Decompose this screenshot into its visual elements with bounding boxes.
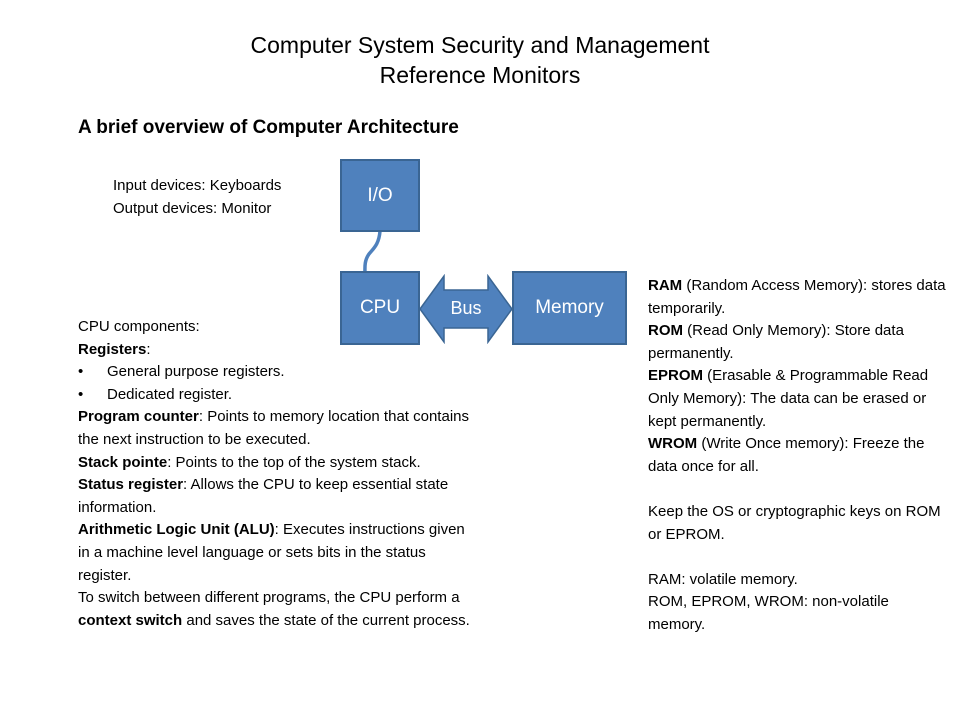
- rom-line: ROM (Read Only Memory): Store data perma…: [648, 320, 948, 365]
- eprom-desc: (Erasable & Programmable Read Only Memor…: [648, 367, 929, 430]
- alu-line: Arithmetic Logic Unit (ALU): Executes in…: [78, 519, 478, 587]
- registers-line: Registers:: [78, 339, 478, 362]
- ram-line: RAM (Random Access Memory): stores data …: [648, 275, 948, 320]
- memory-types-text: RAM (Random Access Memory): stores data …: [648, 275, 948, 637]
- rom-term: ROM: [648, 322, 683, 340]
- alu-term: Arithmetic Logic Unit (ALU): [78, 521, 275, 539]
- stack-pointer-line: Stack pointe: Points to the top of the s…: [78, 452, 478, 475]
- io-cpu-connector: [363, 230, 382, 275]
- spacer: [648, 478, 948, 501]
- stack-pointer-term: Stack pointe: [78, 453, 168, 471]
- cpu-components-intro: CPU components:: [78, 318, 200, 335]
- slide-title-line2: Reference Monitors: [379, 62, 581, 88]
- rom-desc: (Read Only Memory): Store data permanent…: [648, 322, 904, 362]
- wrom-term: WROM: [648, 435, 698, 453]
- eprom-term: EPROM: [648, 367, 704, 385]
- wrom-desc: (Write Once memory): Freeze the data onc…: [648, 435, 925, 475]
- memory-label: Memory: [535, 297, 604, 318]
- status-register-line: Status register: Allows the CPU to keep …: [78, 474, 478, 519]
- registers-colon: :: [146, 340, 151, 358]
- bus-label: Bus: [450, 298, 482, 318]
- program-counter-line: Program counter: Points to memory locati…: [78, 406, 478, 451]
- non-volatile-note: ROM, EPROM, WROM: non-volatile memory.: [648, 593, 889, 633]
- status-register-term: Status register: [78, 476, 184, 494]
- program-counter-desc: : Points to memory location that contain…: [78, 408, 469, 448]
- context-switch-line: To switch between different programs, th…: [78, 587, 478, 632]
- program-counter-term: Program counter: [78, 408, 199, 426]
- cpu-components-text: CPU components: Registers: General purpo…: [78, 316, 478, 632]
- spacer: [648, 546, 948, 569]
- input-devices-line: Input devices: Keyboards: [113, 177, 282, 194]
- io-box: I/O: [340, 159, 420, 232]
- stack-pointer-desc: : Points to the top of the system stack.: [167, 453, 421, 471]
- io-label: I/O: [367, 184, 393, 206]
- cpu-label: CPU: [359, 297, 401, 318]
- ram-term: RAM: [648, 277, 683, 294]
- status-register-desc: : Allows the CPU to keep essential state…: [78, 476, 449, 516]
- context-switch-term: context switch: [78, 611, 183, 629]
- alu-desc: : Executes instructions given in a machi…: [78, 521, 465, 584]
- registers-term: Registers: [78, 340, 147, 358]
- ram-desc: (Random Access Memory): stores data temp…: [648, 277, 946, 317]
- wrom-line: WROM (Write Once memory): Freeze the dat…: [648, 433, 948, 478]
- memory-box: Memory: [512, 271, 627, 345]
- output-devices-line: Output devices: Monitor: [113, 199, 272, 217]
- bullet-general-registers: General purpose registers.: [78, 361, 478, 384]
- section-heading: A brief overview of Computer Architectur…: [78, 117, 459, 138]
- context-switch-post: and saves the state of the current proce…: [182, 611, 470, 629]
- keep-keys-note: Keep the OS or cryptographic keys on ROM…: [648, 502, 941, 543]
- io-devices-text: Input devices: Keyboards Output devices:…: [113, 175, 281, 220]
- slide-title: Computer System Security and Management: [250, 32, 710, 58]
- bullet-dedicated-register: Dedicated register.: [78, 384, 478, 407]
- volatile-note: RAM: volatile memory.: [648, 570, 798, 588]
- context-switch-pre: To switch between different programs, th…: [78, 589, 460, 607]
- eprom-line: EPROM (Erasable & Programmable Read Only…: [648, 365, 948, 433]
- cpu-box: CPU: [340, 271, 420, 345]
- io-cpu-wire: [363, 230, 382, 275]
